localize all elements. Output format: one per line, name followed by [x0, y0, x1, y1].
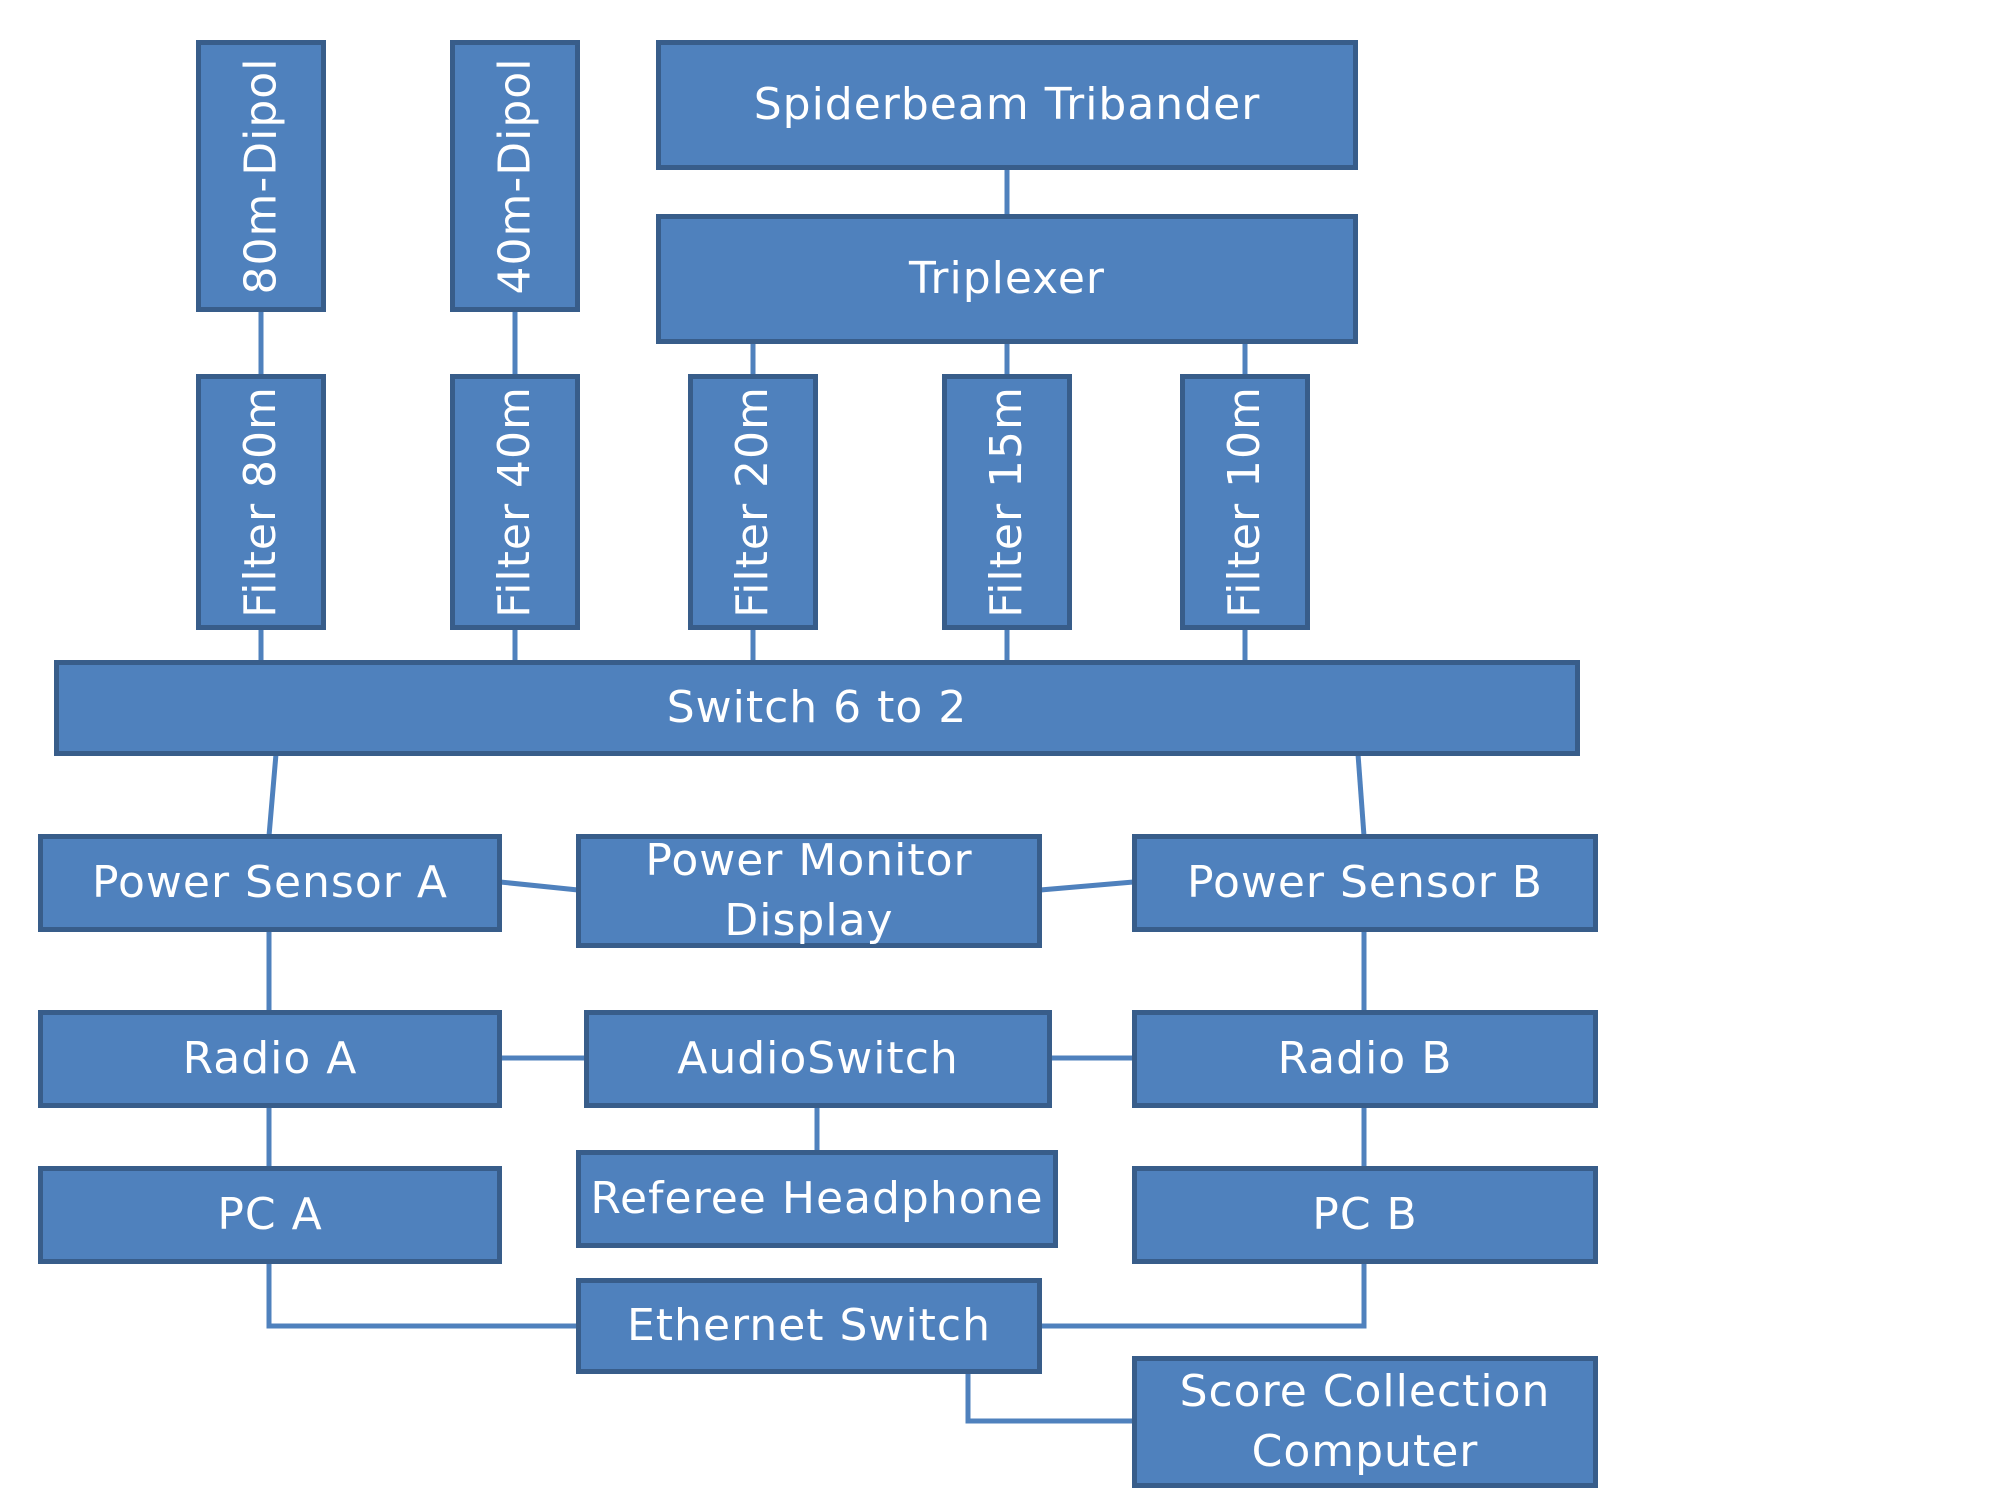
filter-40m-box: Filter 40m	[450, 374, 580, 630]
dipol-40m-box: 40m-Dipol	[450, 40, 580, 312]
tribander-box: Spiderbeam Tribander	[656, 40, 1358, 170]
filter-10m-box: Filter 10m	[1180, 374, 1310, 630]
score-collection-computer-label: Score Collection Computer	[1179, 1366, 1551, 1477]
filter-20m-box: Filter 20m	[688, 374, 818, 630]
audio-switch-label: AudioSwitch	[677, 1033, 959, 1084]
power-sensor-b-label: Power Sensor B	[1186, 857, 1543, 908]
power-monitor-label: Power Monitor Display	[645, 835, 973, 946]
pc-b-box: PC B	[1132, 1166, 1598, 1264]
filter-15m-label: Filter 15m	[981, 386, 1032, 618]
filter-80m-box: Filter 80m	[196, 374, 326, 630]
power-sensor-a-box: Power Sensor A	[38, 834, 502, 932]
triplexer-box: Triplexer	[656, 214, 1358, 344]
referee-headphone-box: Referee Headphone	[576, 1150, 1058, 1248]
pc-a-box: PC A	[38, 1166, 502, 1264]
wire-sensorA-monitor	[497, 879, 581, 893]
score-collection-computer-box: Score Collection Computer	[1132, 1356, 1598, 1488]
radio-b-label: Radio B	[1277, 1033, 1453, 1084]
wire-switch-sensorA	[266, 751, 279, 839]
wire-monitor-sensorB	[1037, 879, 1137, 893]
wire-ethernet-score	[965, 1369, 1137, 1424]
switch-6-to-2-box: Switch 6 to 2	[54, 660, 1580, 756]
ethernet-switch-label: Ethernet Switch	[627, 1300, 991, 1351]
pc-b-label: PC B	[1312, 1189, 1418, 1240]
dipol-40m-label: 40m-Dipol	[489, 57, 540, 295]
referee-headphone-label: Referee Headphone	[590, 1173, 1044, 1224]
filter-10m-label: Filter 10m	[1219, 386, 1270, 618]
tribander-label: Spiderbeam Tribander	[753, 79, 1261, 130]
triplexer-label: Triplexer	[908, 253, 1106, 304]
radio-b-box: Radio B	[1132, 1010, 1598, 1108]
power-sensor-b-box: Power Sensor B	[1132, 834, 1598, 932]
filter-15m-box: Filter 15m	[942, 374, 1072, 630]
wire-switch-sensorB	[1355, 751, 1367, 839]
radio-a-label: Radio A	[182, 1033, 358, 1084]
switch-6-to-2-label: Switch 6 to 2	[666, 682, 968, 733]
filter-80m-label: Filter 80m	[235, 386, 286, 618]
power-sensor-a-label: Power Sensor A	[92, 857, 448, 908]
wire-pcB-ethernet	[1037, 1259, 1367, 1329]
dipol-80m-label: 80m-Dipol	[235, 57, 286, 295]
power-monitor-box: Power Monitor Display	[576, 834, 1042, 948]
dipol-80m-box: 80m-Dipol	[196, 40, 326, 312]
filter-40m-label: Filter 40m	[489, 386, 540, 618]
ethernet-switch-box: Ethernet Switch	[576, 1278, 1042, 1374]
radio-a-box: Radio A	[38, 1010, 502, 1108]
wire-pcA-ethernet	[266, 1259, 581, 1329]
filter-20m-label: Filter 20m	[727, 386, 778, 618]
audio-switch-box: AudioSwitch	[584, 1010, 1052, 1108]
pc-a-label: PC A	[217, 1189, 323, 1240]
